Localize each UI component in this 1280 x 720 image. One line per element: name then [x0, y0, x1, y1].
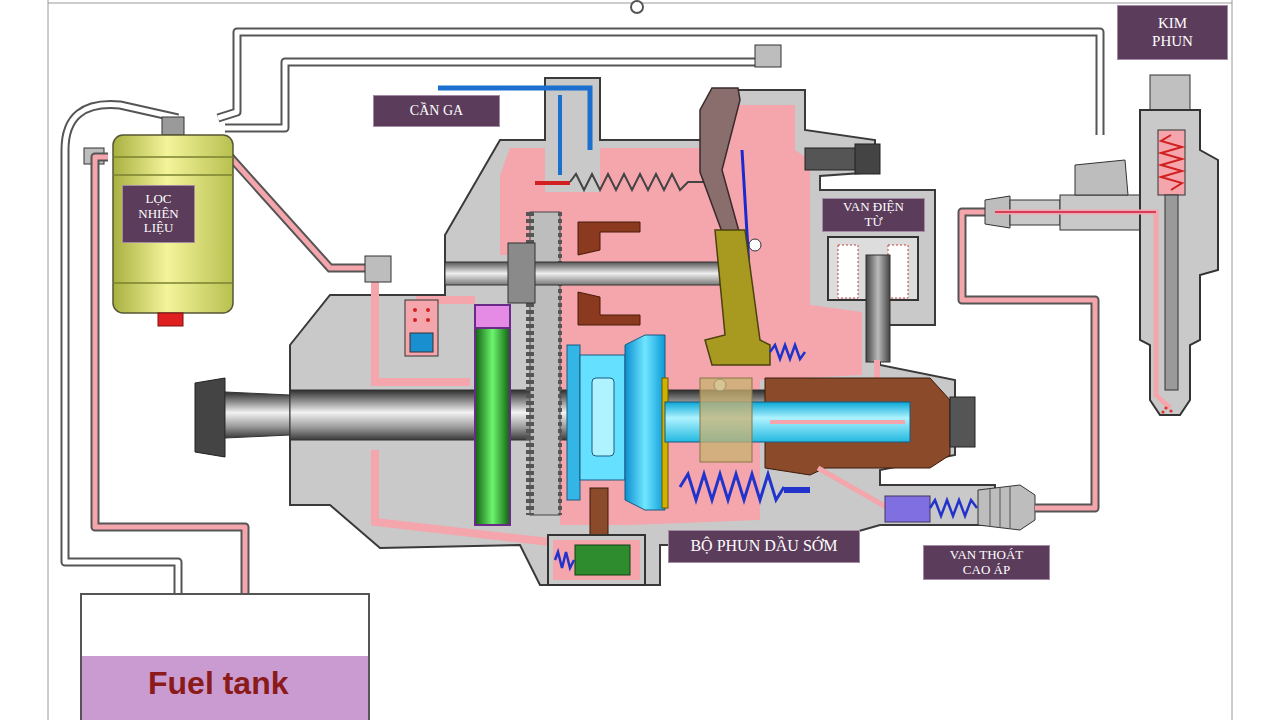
nozzle-spring — [1161, 135, 1182, 190]
cam-plate — [625, 335, 665, 510]
valve-dot — [426, 318, 430, 322]
frame-line — [1232, 0, 1233, 720]
control-sleeve — [700, 378, 752, 462]
outlet-channel — [818, 468, 888, 508]
roller-holder — [580, 355, 625, 480]
gear-teeth — [558, 212, 562, 515]
solenoid-coil — [888, 245, 908, 298]
label-box: KIM PHUN — [1117, 5, 1228, 60]
label-text: VAN THOÁT CAO ÁP — [942, 548, 1032, 578]
adjust-screw — [805, 148, 860, 170]
delivery-valve — [885, 496, 930, 522]
feed-pipe — [215, 140, 380, 268]
adjust-nut — [855, 144, 880, 174]
regulating-valve — [405, 300, 438, 356]
injector-channel — [995, 212, 1170, 408]
pressure-pipe — [962, 212, 1095, 508]
fuel-channel — [420, 296, 475, 300]
solenoid-coil — [838, 245, 858, 298]
vane-pump — [475, 305, 510, 525]
spring-rod — [784, 487, 810, 493]
cam-ring — [662, 378, 668, 508]
spring-hook — [535, 181, 570, 185]
label-text: VAN ĐIỆN TỪ — [834, 200, 914, 230]
solenoid-plunger — [866, 255, 890, 362]
pump-housing — [290, 78, 995, 585]
label-text: KIM PHUN — [1148, 15, 1198, 50]
delivery-spring — [930, 500, 977, 516]
fitting-thread — [990, 486, 1010, 529]
throttle-shaft — [558, 95, 562, 175]
filter-band — [113, 156, 233, 158]
spray-dot — [1164, 406, 1167, 409]
leak-off-fitting — [1075, 160, 1128, 195]
advance-chamber — [553, 540, 640, 580]
injector-channel-core — [995, 211, 1156, 213]
spray-dot — [1169, 409, 1172, 412]
valve-dot — [413, 308, 417, 312]
pressure-pipe-outline — [962, 212, 1095, 508]
return-spring — [680, 474, 784, 500]
feed-pipe-outline — [215, 140, 380, 268]
return-pipe — [218, 32, 1100, 135]
start-lever — [700, 88, 740, 240]
advance-housing — [548, 535, 645, 585]
governor-shaft — [445, 262, 720, 285]
return-pipe-outline — [218, 32, 1100, 135]
advance-spring — [555, 552, 574, 568]
shaft-nut — [195, 378, 225, 457]
label-text: CẦN GA — [377, 103, 497, 119]
plunger-bore — [770, 420, 905, 424]
flyweight — [578, 222, 640, 255]
flyweight — [578, 292, 640, 325]
inlet-fitting — [365, 256, 391, 282]
spray-dot — [1161, 410, 1164, 413]
label-box: BỘ PHUN DẦU SỚM — [668, 530, 860, 563]
label-text: LỌC NHIÊN LIỆU — [122, 185, 195, 243]
pivot-ball — [749, 239, 761, 251]
spring-chamber — [1158, 130, 1185, 195]
shaft-hub — [508, 243, 535, 303]
frame-handle — [631, 1, 643, 13]
head-bolt — [950, 397, 975, 447]
label-text: BỘ PHUN DẦU SỚM — [672, 537, 857, 555]
filter-band — [113, 282, 233, 284]
valve-dot — [413, 318, 417, 322]
governor-spring — [570, 174, 705, 190]
return-pipes — [65, 32, 1100, 593]
fuel-filter: LỌC NHIÊN LIỆU — [108, 115, 238, 330]
pipe-fitting — [84, 148, 104, 164]
injector-body — [1140, 110, 1218, 415]
label-box: VAN ĐIỆN TỪ — [822, 198, 925, 232]
filter-nut — [162, 117, 184, 135]
valve-dot — [426, 308, 430, 312]
roller-ring — [567, 345, 580, 500]
tension-lever — [705, 230, 770, 365]
vane-pump-top — [475, 305, 510, 328]
fuel-tank: Fuel tank — [80, 593, 370, 720]
filter-body — [113, 135, 233, 313]
label-box: VAN THOÁT CAO ÁP — [923, 545, 1050, 580]
overflow-fitting — [755, 45, 781, 67]
frame-line — [48, 0, 49, 720]
tank-label: Fuel tank — [148, 665, 288, 702]
valve-piston — [410, 333, 433, 352]
nozzle-needle — [1165, 195, 1178, 390]
delivery-fitting — [978, 485, 1035, 530]
drain-plug — [158, 313, 183, 326]
advance-piston — [575, 545, 630, 575]
drive-shaft — [225, 392, 290, 438]
fuel-channel — [375, 450, 550, 542]
roller — [592, 378, 614, 456]
label-box: CẦN GA — [373, 95, 500, 127]
lever-spring — [770, 345, 805, 359]
injector-cap — [1150, 75, 1190, 110]
filter-band — [113, 174, 233, 176]
